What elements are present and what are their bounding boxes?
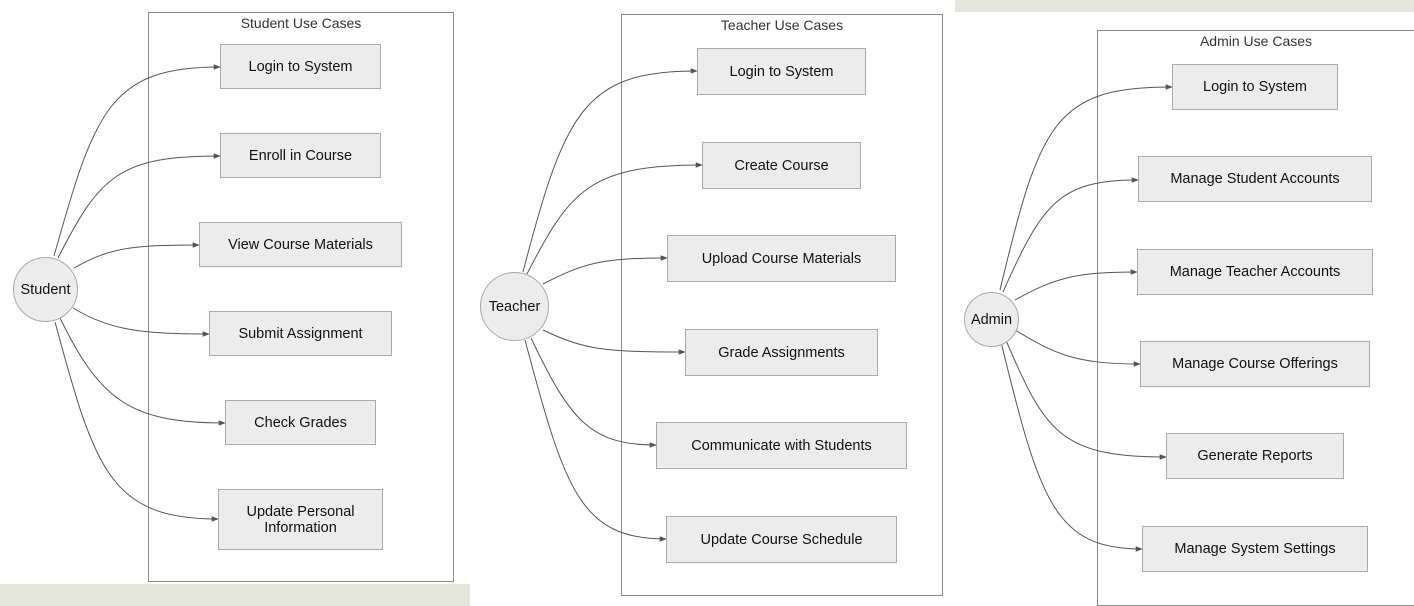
student-boundary-title: Student Use Cases [240, 15, 362, 31]
admin-usecase-student-accounts[interactable]: Manage Student Accounts [1138, 156, 1372, 202]
student-edge-check-grades [59, 317, 226, 426]
teacher-usecase-upload-materials[interactable]: Upload Course Materials [667, 235, 896, 282]
admin-usecase-generate-reports[interactable]: Generate Reports [1166, 433, 1344, 479]
student-edge-enroll [57, 153, 221, 259]
admin-actor[interactable]: Admin [964, 292, 1019, 347]
admin-edge-teacher-accounts [1014, 269, 1138, 301]
teacher-edge-communicate [530, 337, 657, 448]
student-usecase-check-grades[interactable]: Check Grades [225, 400, 376, 445]
student-usecase-enroll[interactable]: Enroll in Course [220, 133, 381, 178]
admin-usecase-teacher-accounts[interactable]: Manage Teacher Accounts [1137, 249, 1373, 295]
teacher-edge-create-course [526, 162, 703, 275]
admin-edge-login [999, 84, 1173, 291]
admin-diagram: Admin Use Cases Admin Login to System Ma… [955, 12, 1414, 606]
background-texture-left [0, 584, 470, 606]
student-edge-view-materials [73, 242, 200, 269]
teacher-diagram: Teacher Use Cases Teacher Login to Syste… [475, 0, 953, 606]
admin-edge-student-accounts [1002, 177, 1139, 293]
teacher-usecase-create-course[interactable]: Create Course [702, 142, 861, 189]
teacher-boundary-title: Teacher Use Cases [720, 17, 844, 33]
teacher-usecase-login[interactable]: Login to System [697, 48, 866, 95]
student-system-boundary: Student Use Cases [148, 12, 454, 582]
admin-boundary-title: Admin Use Cases [1199, 33, 1313, 49]
teacher-edge-upload-materials [542, 255, 668, 285]
teacher-edge-update-schedule [524, 339, 667, 542]
teacher-edge-login [522, 68, 698, 273]
teacher-edge-grade-assignments [542, 329, 686, 355]
teacher-edges [522, 68, 703, 542]
student-usecase-update-info[interactable]: Update Personal Information [218, 489, 383, 550]
admin-usecase-login[interactable]: Login to System [1172, 64, 1338, 110]
student-usecase-submit-assignment[interactable]: Submit Assignment [209, 311, 392, 356]
admin-edges [999, 84, 1173, 552]
teacher-usecase-update-schedule[interactable]: Update Course Schedule [666, 516, 897, 563]
admin-edge-course-offerings [1014, 329, 1141, 367]
teacher-actor[interactable]: Teacher [480, 272, 549, 341]
background-texture-right-top [955, 0, 1414, 12]
student-edge-submit-assignment [72, 307, 210, 337]
student-usecase-login[interactable]: Login to System [220, 44, 381, 89]
teacher-usecase-communicate[interactable]: Communicate with Students [656, 422, 907, 469]
admin-usecase-course-offerings[interactable]: Manage Course Offerings [1140, 341, 1370, 387]
student-diagram: Student Use Cases Student Login to Syste… [0, 0, 470, 584]
student-edge-update-info [54, 321, 219, 522]
admin-usecase-system-settings[interactable]: Manage System Settings [1142, 526, 1368, 572]
student-edges [53, 64, 226, 522]
teacher-usecase-grade-assignments[interactable]: Grade Assignments [685, 329, 878, 376]
student-actor[interactable]: Student [13, 257, 78, 322]
admin-edge-system-settings [1000, 341, 1143, 552]
student-edge-login [53, 64, 221, 257]
teacher-system-boundary: Teacher Use Cases [621, 14, 943, 596]
student-usecase-view-materials[interactable]: View Course Materials [199, 222, 402, 267]
admin-edge-generate-reports [1004, 337, 1167, 460]
admin-system-boundary: Admin Use Cases [1097, 30, 1414, 606]
